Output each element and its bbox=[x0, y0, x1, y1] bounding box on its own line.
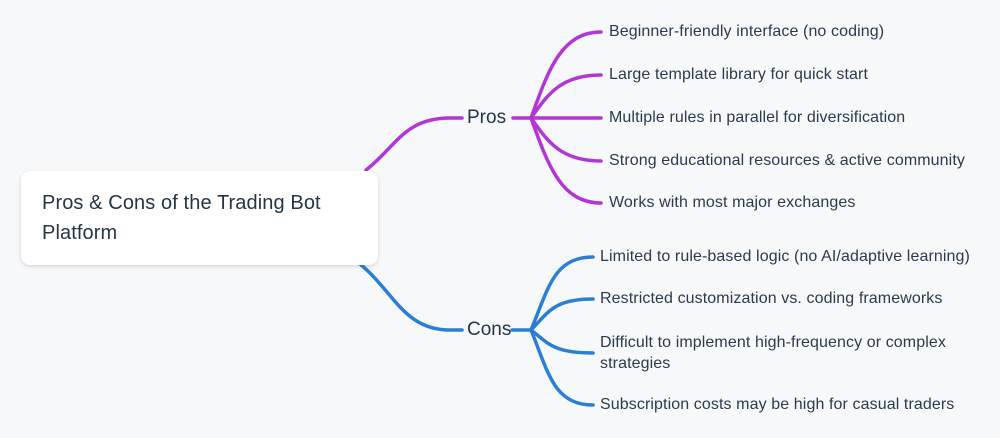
cons-fan-edge-4 bbox=[529, 328, 595, 407]
cons-fan-edge-1 bbox=[529, 255, 595, 332]
cons-fan-edge-3 bbox=[529, 328, 595, 355]
edge-root-to-cons bbox=[358, 262, 464, 332]
pros-item-4[interactable]: Strong educational resources & active co… bbox=[609, 152, 965, 169]
pros-fan-edge-2 bbox=[529, 73, 603, 120]
branch-label-pros[interactable]: Pros bbox=[467, 107, 507, 128]
root-node[interactable]: Pros & Cons of the Trading Bot Platform bbox=[21, 171, 378, 265]
edge-root-to-pros bbox=[364, 116, 464, 172]
cons-fan-edge-2 bbox=[529, 297, 595, 332]
pros-fan-edge-5 bbox=[529, 116, 603, 205]
cons-item-3[interactable]: Difficult to implement high-frequency or… bbox=[600, 334, 946, 372]
cons-item-1[interactable]: Limited to rule-based logic (no AI/adapt… bbox=[600, 248, 970, 265]
pros-fan-edge-1 bbox=[529, 30, 603, 120]
branch-label-cons[interactable]: Cons bbox=[467, 319, 512, 340]
cons-item-2[interactable]: Restricted customization vs. coding fram… bbox=[600, 290, 943, 307]
pros-item-2[interactable]: Large template library for quick start bbox=[609, 66, 869, 83]
pros-fan-edge-4 bbox=[529, 116, 603, 163]
pros-item-5[interactable]: Works with most major exchanges bbox=[609, 194, 856, 211]
root-node-title: Pros & Cons of the Trading Bot Platform bbox=[42, 192, 321, 244]
cons-item-4[interactable]: Subscription costs may be high for casua… bbox=[600, 396, 955, 413]
pros-item-1[interactable]: Beginner-friendly interface (no coding) bbox=[609, 23, 885, 40]
pros-item-3[interactable]: Multiple rules in parallel for diversifi… bbox=[609, 109, 906, 126]
